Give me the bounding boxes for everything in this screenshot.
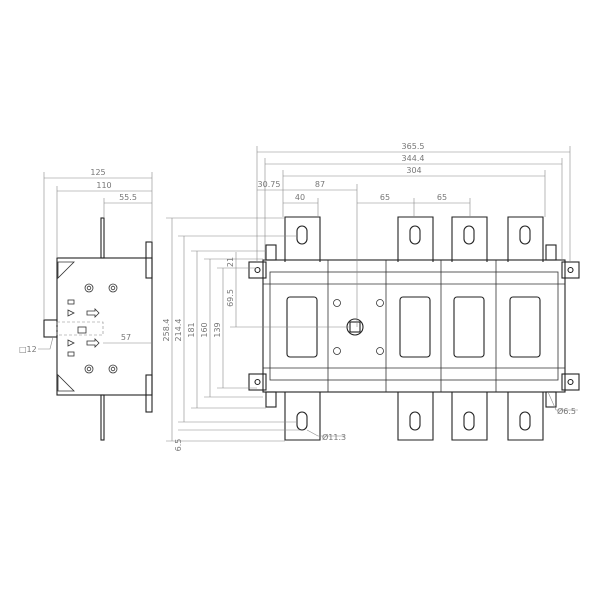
side-terminal-bottom [100,394,105,441]
dim-top-offset: 21 [226,257,235,267]
dim-mounting-holes: 139 [213,322,222,337]
side-hidden-shaft [56,321,104,336]
dim-terminal-span: 304 [406,166,421,175]
dim-pole-pitch-1: 65 [380,193,390,202]
dim-mounting-width: 344.4 [402,154,425,163]
dim-body-height: 160 [200,322,209,337]
dim-first-gap: 87 [315,180,325,189]
dim-overall-width: 365.5 [402,142,425,151]
side-body [56,257,153,396]
front-view: 365.5 344.4 304 30.75 87 40 65 65 258.4 … [162,142,580,452]
pole-dividers [263,260,565,392]
dim-terminal-width: 40 [295,193,305,202]
side-ear-bottom [145,374,153,413]
side-screws [84,283,118,374]
dim-body-depth: 110 [96,181,111,190]
dim-terminal-hole-diameter: Ø11.3 [322,432,346,442]
dim-edge-offset: 30.75 [258,180,281,189]
side-ear-top [145,241,153,279]
dim-overall-height: 258.4 [162,319,171,342]
dim-terminal-offset: 55.5 [119,193,137,202]
dim-hole-offset: 6.5 [174,439,183,452]
dim-terminal-holes: 214.4 [174,319,183,342]
dim-handle-center: 69.5 [226,289,235,307]
side-symbols [57,261,100,392]
dim-ears: 181 [187,322,196,337]
front-dimension-lines [166,146,578,442]
front-frame [262,259,566,393]
front-inner-frame [269,271,559,381]
side-handle-shaft [43,319,58,338]
side-view: 125 110 55.5 57 □12 [19,168,153,441]
dim-square-shaft: □12 [19,345,37,354]
terminals [284,216,544,441]
side-dimension-lines [38,172,153,350]
dim-pole-pitch-2: 65 [437,193,447,202]
dim-overall-depth: 125 [90,168,105,177]
side-slot [77,326,87,334]
dim-mounting-hole-diameter: Ø6.5 [557,406,576,416]
dim-handle-axis: 57 [121,333,131,342]
side-terminal-top [100,217,105,259]
mounting-ears [248,244,580,408]
handle-module [333,299,384,355]
